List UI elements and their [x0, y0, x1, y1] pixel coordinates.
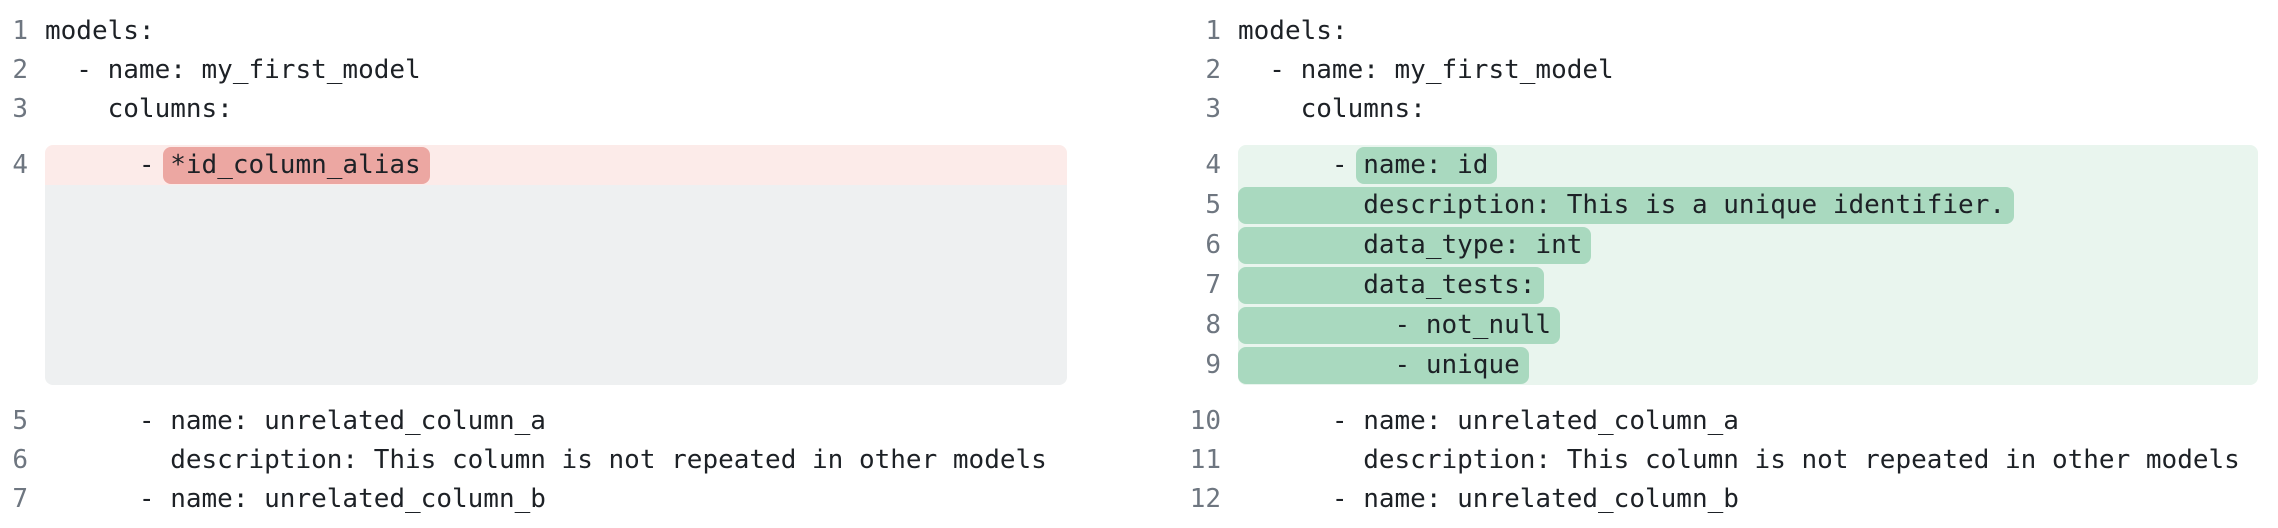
code-content: data_tests: — [1238, 265, 2258, 305]
code-content: models: — [45, 12, 1067, 51]
code-text: description: This column is not repeated… — [45, 445, 1047, 475]
line-number: 2 — [12, 55, 28, 85]
code-text: - name: my_first_model — [45, 55, 421, 85]
code-line: 2 - name: my_first_model — [0, 51, 1067, 90]
added-token: name: id — [1356, 147, 1498, 184]
line-number: 3 — [1205, 94, 1221, 124]
line-number: 12 — [1189, 484, 1221, 514]
line-number: 5 — [12, 406, 28, 436]
code-line: 11 description: This column is not repea… — [1175, 441, 2258, 480]
code-line: 3 columns: — [0, 90, 1067, 129]
line-number: 4 — [1205, 150, 1221, 180]
code-line: 1 models: — [1175, 12, 2258, 51]
line-number: 5 — [1205, 190, 1221, 220]
code-content: - name: unrelated_column_a — [1238, 402, 2258, 441]
collapsed-lines-row — [0, 185, 1067, 385]
code-content: - *id_column_alias — [45, 145, 1067, 185]
code-content: description: This is a unique identifier… — [1238, 185, 2258, 225]
added-token: - unique — [1238, 347, 1529, 384]
code-line: 9 - unique — [1175, 345, 2258, 385]
code-content: - name: unrelated_column_a — [45, 402, 1067, 441]
added-token: - not_null — [1238, 307, 1561, 344]
code-content: columns: — [1238, 90, 2258, 129]
code-line: 1 models: — [0, 12, 1067, 51]
added-token: data_tests: — [1238, 267, 1545, 304]
code-line: 7 data_tests: — [1175, 265, 2258, 305]
code-line: 5 description: This is a unique identifi… — [1175, 185, 2258, 225]
code-text: - name: my_first_model — [1238, 55, 1614, 85]
code-text: - name: unrelated_column_b — [1238, 484, 1739, 514]
code-content: - name: unrelated_column_b — [45, 480, 1067, 519]
code-line: 8 - not_null — [1175, 305, 2258, 345]
line-number — [0, 185, 45, 385]
code-text: - — [45, 150, 171, 180]
added-token: data_type: int — [1238, 227, 1592, 264]
line-number: 3 — [12, 94, 28, 124]
line-number: 10 — [1189, 406, 1221, 436]
code-line: 6 description: This column is not repeat… — [0, 441, 1067, 480]
code-text: description: This column is not repeated… — [1238, 445, 2240, 475]
code-line: 5 - name: unrelated_column_a — [0, 402, 1067, 441]
code-text: models: — [45, 16, 155, 46]
line-number: 6 — [12, 445, 28, 475]
line-number: 9 — [1205, 350, 1221, 380]
code-content: - name: id — [1238, 145, 2258, 185]
code-content: data_type: int — [1238, 225, 2258, 265]
code-line: 3 columns: — [1175, 90, 2258, 129]
code-content: description: This column is not repeated… — [1238, 441, 2258, 480]
code-line: 4 - name: id — [1175, 145, 2258, 185]
code-line: 7 - name: unrelated_column_b — [0, 480, 1067, 519]
line-number: 7 — [1205, 270, 1221, 300]
code-text: columns: — [1238, 94, 1426, 124]
code-content: models: — [1238, 12, 2258, 51]
line-number: 11 — [1189, 445, 1221, 475]
code-text: - — [1238, 150, 1364, 180]
code-content: - not_null — [1238, 305, 2258, 345]
code-text: - name: unrelated_column_a — [45, 406, 546, 436]
code-line: 4 - *id_column_alias — [0, 145, 1067, 185]
code-content: - name: my_first_model — [1238, 51, 2258, 90]
code-text: models: — [1238, 16, 1348, 46]
code-content: - unique — [1238, 345, 2258, 385]
code-content: - name: unrelated_column_b — [1238, 480, 2258, 519]
code-line: 12 - name: unrelated_column_b — [1175, 480, 2258, 519]
line-number: 1 — [12, 16, 28, 46]
removed-token: *id_column_alias — [163, 147, 430, 184]
code-text: columns: — [45, 94, 233, 124]
code-text: - name: unrelated_column_a — [1238, 406, 1739, 436]
line-number: 8 — [1205, 310, 1221, 340]
line-number: 7 — [12, 484, 28, 514]
line-number: 6 — [1205, 230, 1221, 260]
line-number: 4 — [12, 150, 28, 180]
code-text: - name: unrelated_column_b — [45, 484, 546, 514]
line-number: 1 — [1205, 16, 1221, 46]
code-line: 2 - name: my_first_model — [1175, 51, 2258, 90]
code-content: - name: my_first_model — [45, 51, 1067, 90]
collapsed-lines-placeholder — [45, 185, 1067, 385]
code-content: columns: — [45, 90, 1067, 129]
code-line: 6 data_type: int — [1175, 225, 2258, 265]
code-line: 10 - name: unrelated_column_a — [1175, 402, 2258, 441]
code-content: description: This column is not repeated… — [45, 441, 1067, 480]
line-number: 2 — [1205, 55, 1221, 85]
added-token: description: This is a unique identifier… — [1238, 187, 2015, 224]
